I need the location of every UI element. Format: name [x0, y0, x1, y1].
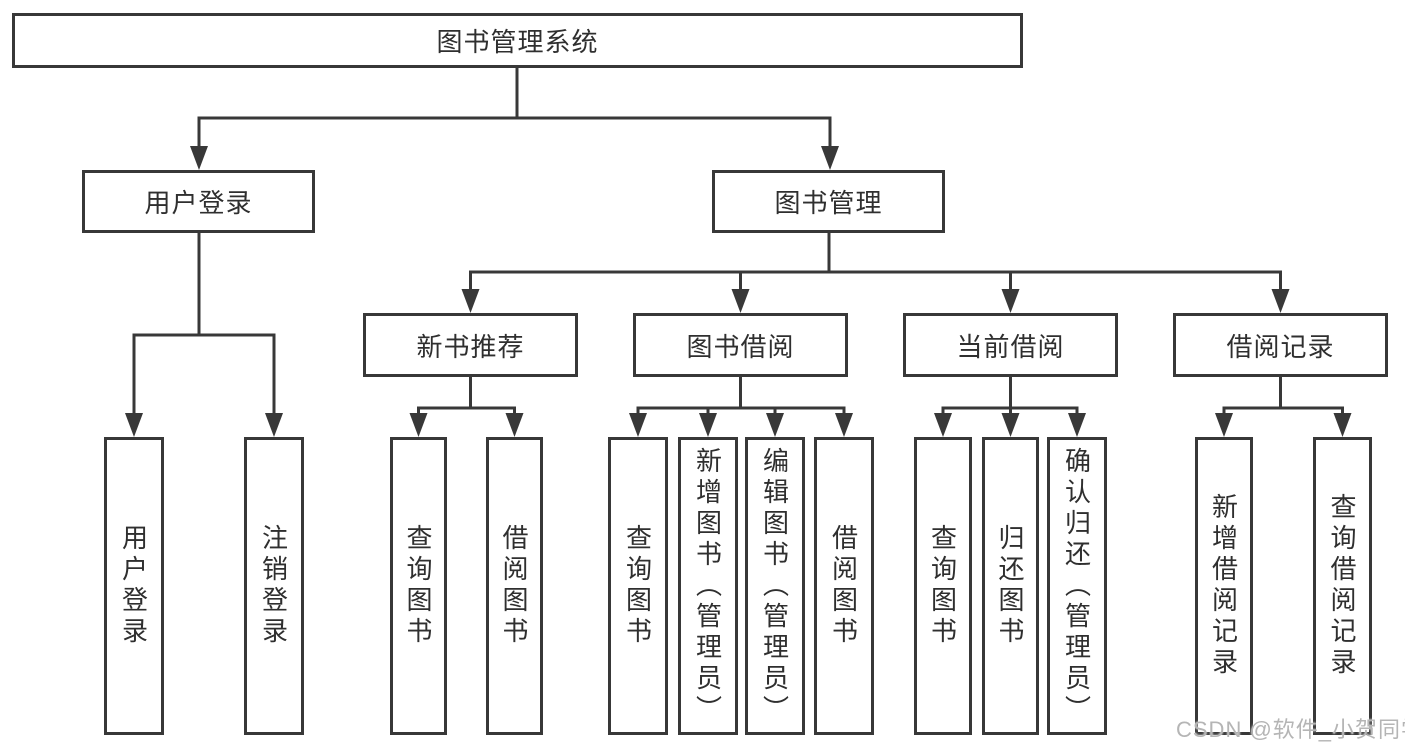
- leaf-edit-book-admin: 编辑图书（管理员）: [745, 437, 805, 735]
- node-label: 新书推荐: [416, 331, 525, 362]
- arrowhead: [505, 413, 524, 437]
- leaf-add-book-admin: 新增图书（管理员）: [678, 437, 738, 735]
- node-label: 借阅记录: [1226, 331, 1335, 362]
- node-book-borrowing: 图书借阅: [633, 313, 848, 377]
- leaf-label: 查询图书: [927, 524, 958, 648]
- connector-book-borrow-branch: [629, 377, 853, 437]
- arrowhead: [409, 413, 428, 437]
- leaf-label: 借阅图书: [499, 524, 529, 648]
- leaf-label: 查询图书: [403, 524, 433, 648]
- node-label: 图书管理: [774, 188, 883, 218]
- leaf-search-books-under-recommendation: 查询图书: [390, 437, 447, 735]
- arrowhead: [1215, 413, 1233, 437]
- arrowhead: [835, 413, 853, 437]
- node-borrowing-records: 借阅记录: [1173, 313, 1388, 377]
- connector-new-book-branch: [409, 377, 524, 437]
- leaf-label: 归还图书: [995, 524, 1025, 648]
- leaf-borrow-books-under-borrowing: 借阅图书: [814, 437, 874, 735]
- node-label: 图书借阅: [686, 331, 795, 362]
- connector-current-borrow-branch: [934, 377, 1086, 437]
- node-user-login: 用户登录: [82, 170, 315, 233]
- leaf-logout: 注销登录: [244, 437, 304, 735]
- node-label: 用户登录: [144, 188, 253, 218]
- arrowhead: [699, 413, 717, 437]
- connector-user-login-branch: [125, 233, 283, 437]
- connector-borrow-record-branch: [1215, 377, 1352, 437]
- node-label: 图书管理系统: [436, 27, 599, 57]
- leaf-label: 借阅图书: [828, 524, 859, 648]
- leaf-label: 查询图书: [622, 524, 653, 648]
- node-label: 当前借阅: [956, 331, 1065, 362]
- leaf-label: 新增借阅记录: [1208, 493, 1239, 679]
- leaf-return-book: 归还图书: [982, 437, 1039, 735]
- leaf-borrow-books-under-recommendation: 借阅图书: [486, 437, 543, 735]
- leaf-add-borrow-record: 新增借阅记录: [1195, 437, 1253, 735]
- leaf-label: 注销登录: [258, 524, 289, 648]
- leaf-user-login: 用户登录: [104, 437, 164, 735]
- node-library-management-system: 图书管理系统: [12, 13, 1023, 68]
- arrowhead: [265, 413, 283, 437]
- node-current-borrowing: 当前借阅: [903, 313, 1118, 377]
- connector-book-management-branch: [461, 233, 1290, 313]
- arrowhead: [731, 289, 750, 313]
- arrowhead: [766, 413, 784, 437]
- leaf-label: 确认归还（管理员）: [1061, 446, 1092, 726]
- arrowhead: [629, 413, 647, 437]
- leaf-label: 新增图书（管理员）: [692, 446, 723, 726]
- node-book-management: 图书管理: [712, 170, 945, 233]
- arrowhead: [1068, 413, 1086, 437]
- node-new-book-recommendation: 新书推荐: [363, 313, 578, 377]
- leaf-label: 编辑图书（管理员）: [759, 446, 790, 726]
- leaf-search-books-under-current: 查询图书: [914, 437, 972, 735]
- arrowhead: [1001, 413, 1020, 437]
- arrowhead: [1001, 289, 1020, 313]
- arrowhead: [1271, 289, 1290, 313]
- arrowhead: [821, 146, 839, 170]
- leaf-label: 用户登录: [118, 524, 149, 648]
- arrowhead: [125, 413, 143, 437]
- connector-root-to-level2: [190, 68, 839, 170]
- arrowhead: [934, 413, 952, 437]
- arrowhead: [190, 146, 208, 170]
- leaf-search-books-under-borrowing: 查询图书: [608, 437, 668, 735]
- leaf-search-borrow-record: 查询借阅记录: [1313, 437, 1372, 735]
- leaf-confirm-return-admin: 确认归还（管理员）: [1047, 437, 1107, 735]
- arrowhead: [1333, 413, 1352, 437]
- leaf-label: 查询借阅记录: [1327, 493, 1357, 679]
- arrowhead: [461, 289, 480, 313]
- csdn-watermark: CSDN @软件_小贺同学: [1176, 717, 1405, 742]
